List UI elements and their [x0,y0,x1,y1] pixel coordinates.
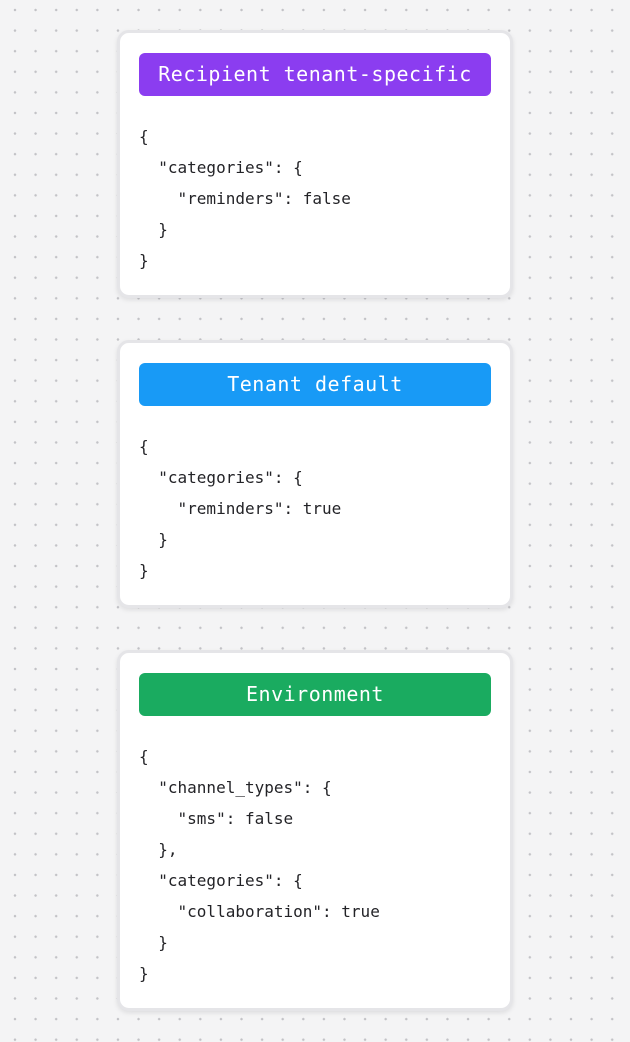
card-tenant-default: Tenant default { "categories": { "remind… [117,340,513,608]
badge-recipient-tenant-specific: Recipient tenant-specific [139,53,491,96]
badge-environment: Environment [139,673,491,716]
code-block-tenant-default: { "categories": { "reminders": true } } [139,437,342,580]
badge-tenant-default: Tenant default [139,363,491,406]
card-environment: Environment { "channel_types": { "sms": … [117,650,513,1011]
code-block-environment: { "channel_types": { "sms": false }, "ca… [139,747,380,983]
code-block-recipient-tenant-specific: { "categories": { "reminders": false } } [139,127,351,270]
card-recipient-tenant-specific: Recipient tenant-specific { "categories"… [117,30,513,298]
